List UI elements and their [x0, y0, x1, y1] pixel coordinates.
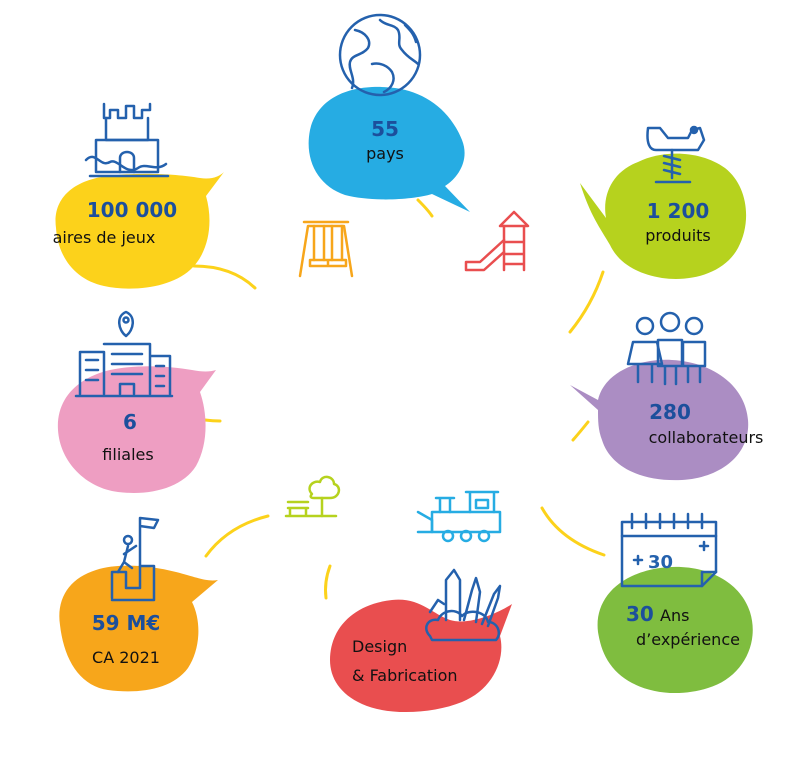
staff-value: 280	[649, 400, 691, 424]
globe-icon	[338, 13, 422, 97]
subsidiaries-label: filiales	[102, 445, 153, 464]
playgrounds-label: aires de jeux	[53, 228, 156, 247]
countries-label: pays	[366, 144, 404, 163]
people-icon	[626, 311, 707, 386]
slide-tower-icon	[464, 210, 530, 272]
products-label: produits	[645, 226, 711, 245]
revenue-value: 59 M€	[92, 611, 161, 635]
bubble-revenue	[59, 565, 219, 692]
bubble-staff	[570, 359, 749, 481]
swing-icon	[298, 220, 354, 278]
bubble-experience	[597, 566, 753, 694]
calendar-30-icon: 30	[620, 512, 718, 588]
climber-podium-icon	[110, 516, 160, 602]
arc-connector	[540, 506, 606, 557]
arc-connector	[203, 418, 222, 423]
revenue-label: CA 2021	[92, 648, 160, 667]
bubble-products	[580, 153, 747, 279]
bubble-playgrounds	[55, 172, 224, 289]
design-label-line2: & Fabrication	[352, 666, 458, 685]
arc-connector	[571, 420, 590, 442]
bubble-design	[330, 599, 512, 713]
arc-connector	[568, 270, 605, 334]
bubble-countries	[308, 86, 470, 212]
sandcastle-icon	[84, 102, 170, 178]
countries-value: 55	[371, 117, 399, 141]
connector-arcs	[192, 198, 606, 600]
arc-connector	[416, 198, 434, 218]
toy-train-icon	[416, 490, 502, 543]
bubble-subsidiaries	[57, 366, 216, 493]
products-value: 1 200	[647, 199, 710, 223]
subsidiaries-value: 6	[123, 410, 137, 434]
svg-text:30: 30	[648, 552, 673, 573]
arc-connector	[192, 264, 257, 290]
playgrounds-value: 100 000	[87, 198, 177, 222]
arc-connector	[204, 514, 270, 558]
spring-rider-icon	[646, 125, 706, 184]
experience-value: 30	[626, 602, 654, 626]
arc-connector	[324, 564, 332, 600]
park-bench-tree-icon	[284, 475, 341, 518]
experience-label-line1: Ans	[660, 606, 689, 625]
experience-label-line2: d’expérience	[636, 630, 740, 649]
office-location-icon	[74, 310, 174, 398]
design-label-line1: Design	[352, 637, 407, 656]
design-tools-icon	[425, 568, 502, 642]
staff-label: collaborateurs	[649, 428, 764, 447]
